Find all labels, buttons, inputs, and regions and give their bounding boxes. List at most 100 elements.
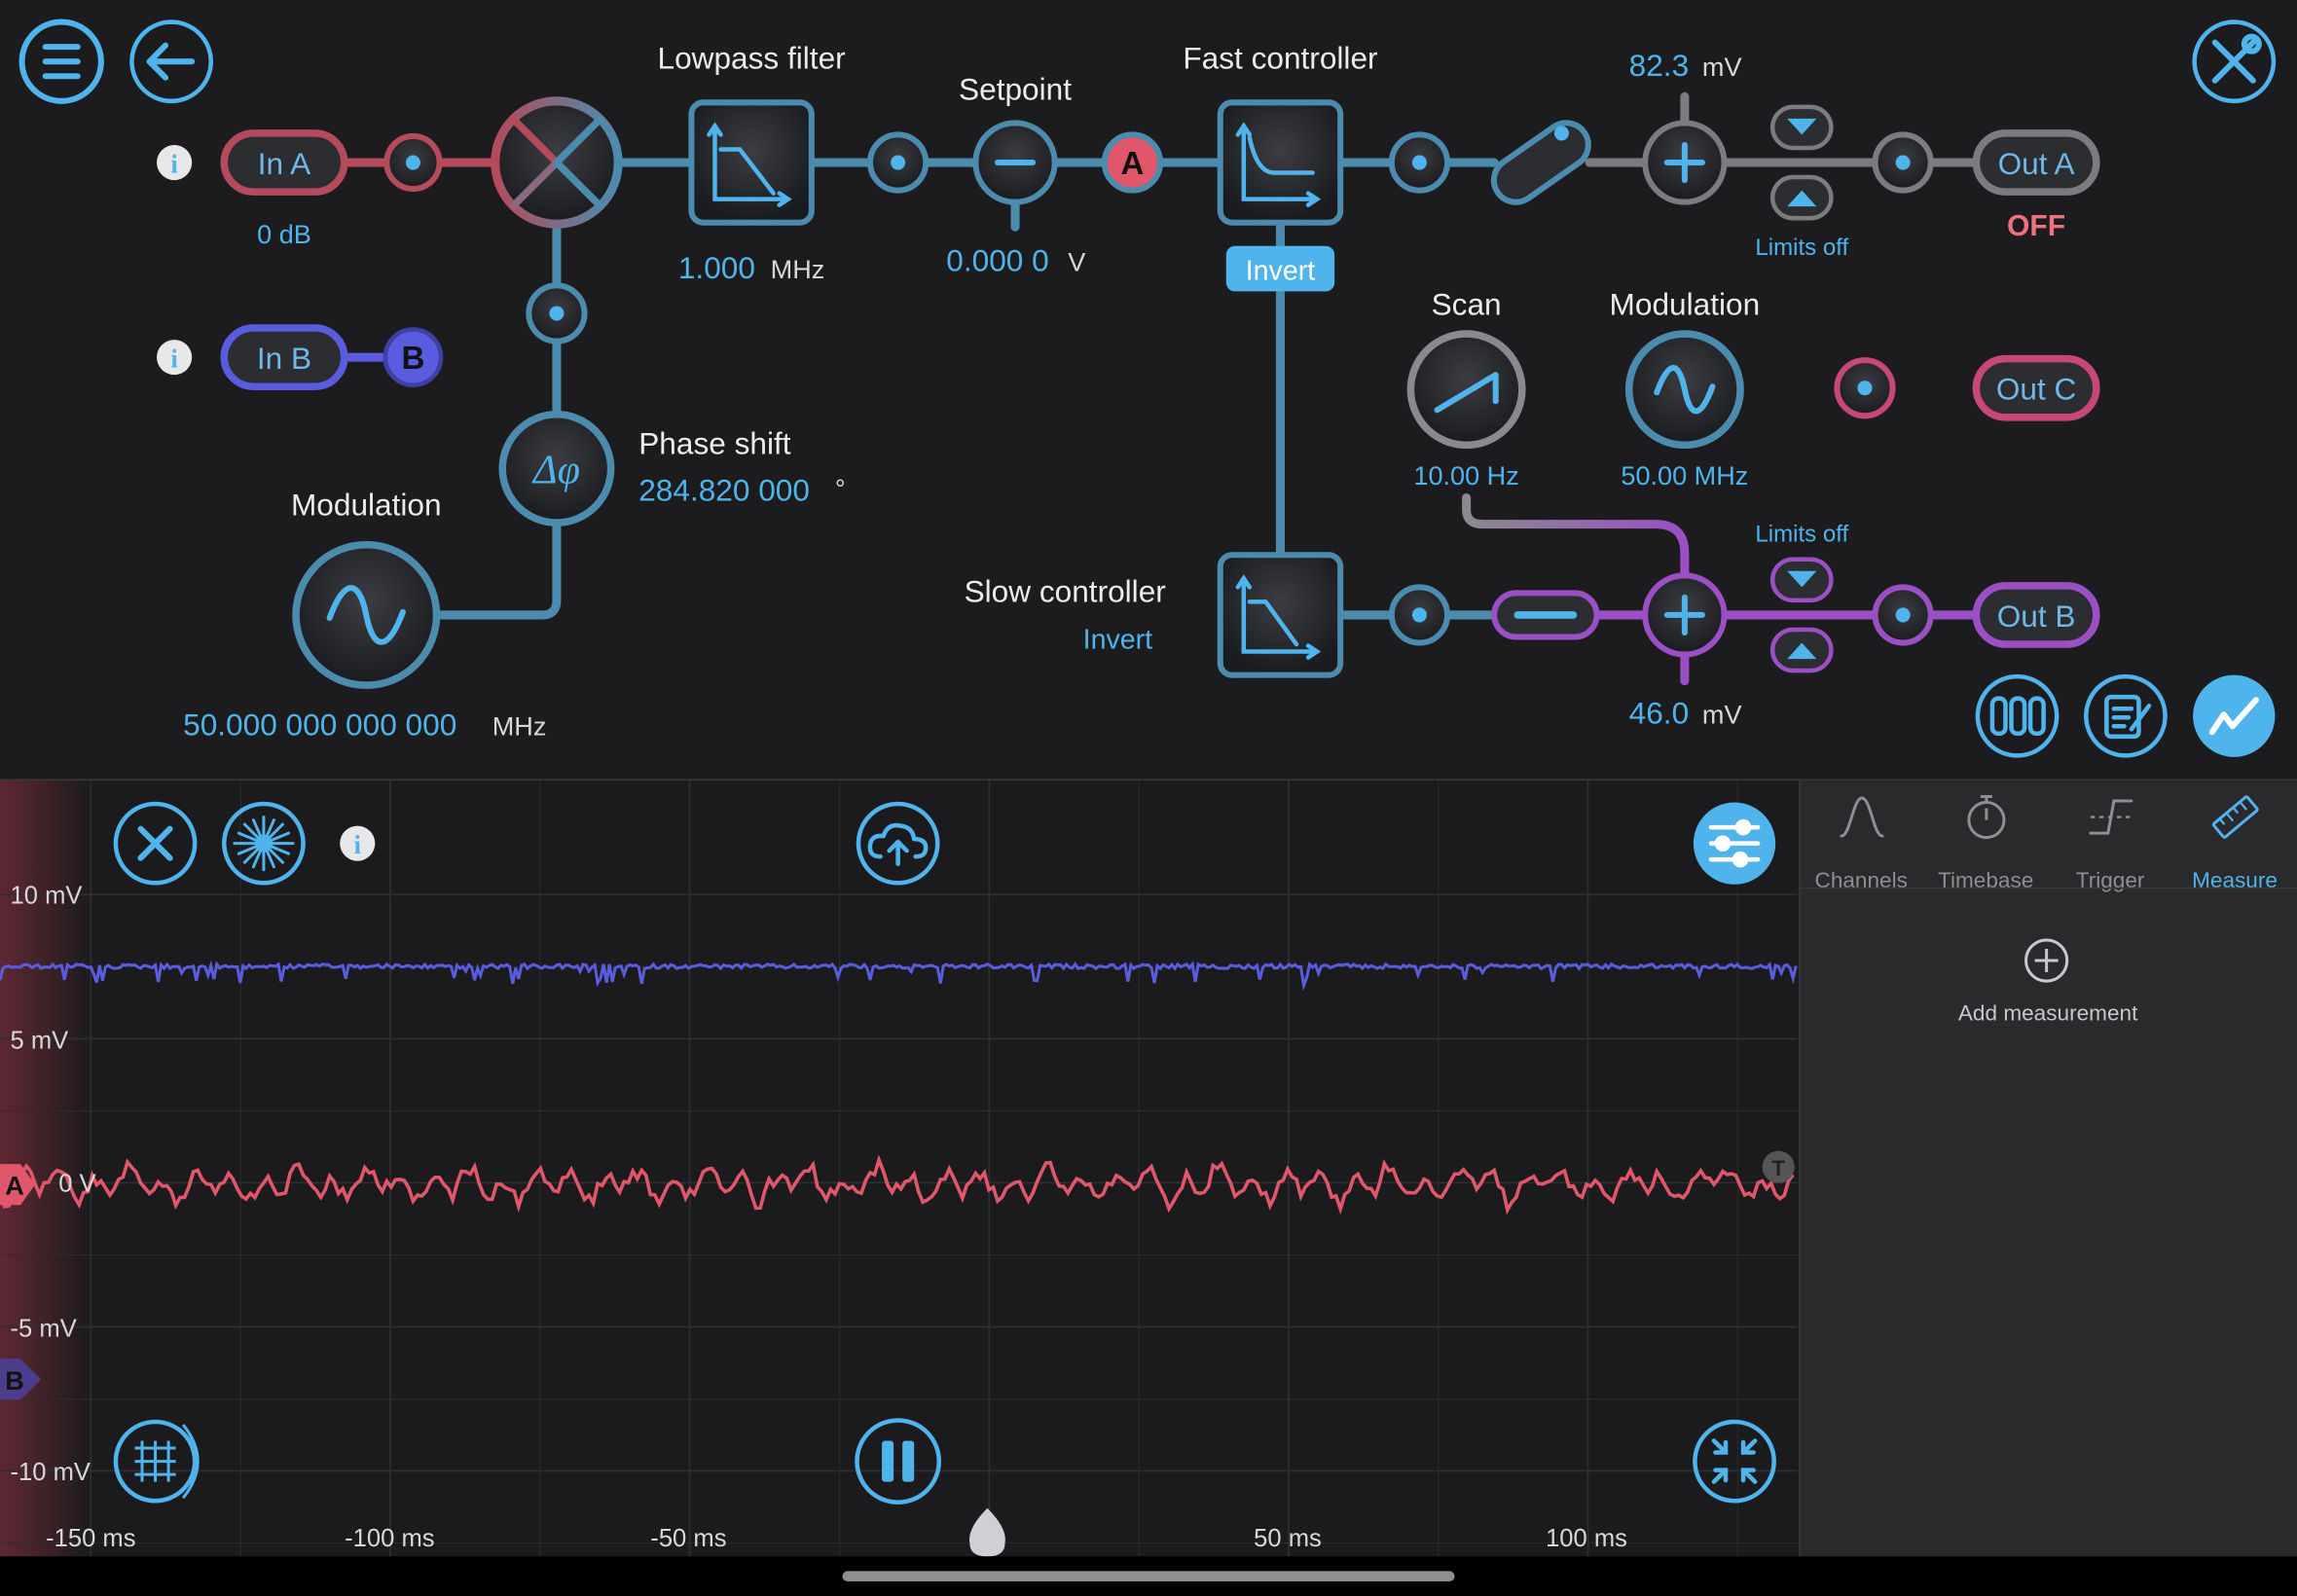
notes-button[interactable] xyxy=(2084,673,2168,758)
upload-button[interactable] xyxy=(856,801,940,886)
time-zero-marker[interactable] xyxy=(968,1507,1005,1557)
svg-text:50.000 000 000 000: 50.000 000 000 000 xyxy=(183,707,456,742)
info-icon-scope[interactable]: i xyxy=(340,825,376,861)
fast-controller-block[interactable] xyxy=(1217,99,1344,226)
modulation-left-knob[interactable] xyxy=(292,540,441,689)
scope-view-icon xyxy=(2208,697,2259,736)
out-c-pill[interactable]: Out C xyxy=(1972,354,2100,421)
svg-text:Out B: Out B xyxy=(1997,598,2076,634)
channel-a-marker[interactable]: A xyxy=(0,1164,36,1206)
menu-icon xyxy=(42,44,81,80)
scan-knob[interactable] xyxy=(1406,330,1526,450)
info-icon-a[interactable]: i xyxy=(157,144,193,181)
y-axis-label: -5 mV xyxy=(11,1316,77,1343)
modulation-left-frequency[interactable]: 50.000 000 000 000 MHz xyxy=(183,707,546,742)
lowpass-cutoff[interactable]: 1.000 MHz xyxy=(678,250,824,285)
tools-icon xyxy=(2211,33,2262,84)
out-a-lower-limit[interactable] xyxy=(1769,174,1834,221)
slow-invert-toggle[interactable]: Invert xyxy=(1083,625,1153,656)
tab-measure[interactable]: Measure xyxy=(2172,784,2297,893)
svg-text:mV: mV xyxy=(1702,52,1742,82)
out-c-node[interactable] xyxy=(1834,357,1896,419)
out-a-pill[interactable]: Out A xyxy=(1972,129,2100,196)
out-a-adder[interactable] xyxy=(1642,120,1728,205)
oscilloscope-plot[interactable]: 10 mV5 mV0 V-5 mV-10 mV -150 ms-100 ms-5… xyxy=(0,780,1798,1557)
setpoint-subtract-node[interactable] xyxy=(972,120,1058,205)
fast-out-node[interactable] xyxy=(1388,131,1451,194)
svg-text:MHz: MHz xyxy=(492,710,547,741)
close-button[interactable] xyxy=(113,801,198,886)
collapse-arrows-icon xyxy=(1711,1438,1758,1484)
phase-shift-value[interactable]: 284.820 000 ° xyxy=(638,473,846,508)
channel-selector-button[interactable] xyxy=(1975,673,2060,758)
settings-button[interactable] xyxy=(2192,19,2277,104)
svg-text:Δφ: Δφ xyxy=(531,448,580,493)
multiply-icon xyxy=(510,116,603,209)
setpoint-channel-a-badge[interactable]: A xyxy=(1101,131,1164,194)
in-a-node[interactable] xyxy=(383,132,443,193)
scope-view-button[interactable] xyxy=(2193,674,2276,757)
plus-icon xyxy=(1663,141,1705,184)
home-indicator[interactable] xyxy=(842,1571,1455,1581)
tab-channels[interactable]: Channels xyxy=(1799,784,1923,893)
menu-button[interactable] xyxy=(18,18,104,104)
setpoint-value[interactable]: 0.000 0 V xyxy=(946,242,1085,277)
x-axis-label: -50 ms xyxy=(650,1525,726,1552)
add-measurement-button[interactable] xyxy=(2022,935,2071,985)
y-axis-label: 10 mV xyxy=(11,882,83,909)
grid-toggle-button[interactable] xyxy=(113,1419,200,1504)
trigger-marker[interactable]: T xyxy=(1762,1150,1795,1183)
out-b-offset[interactable]: 46.0 mV xyxy=(1629,695,1742,730)
out-b-upper-limit[interactable] xyxy=(1769,557,1834,603)
svg-text:MHz: MHz xyxy=(771,254,825,284)
add-measurement-label[interactable]: Add measurement xyxy=(1957,1001,2138,1027)
out-a-upper-limit[interactable] xyxy=(1769,104,1834,151)
modulation-right-knob[interactable] xyxy=(1624,330,1744,450)
phase-shift-knob[interactable]: Δφ xyxy=(498,411,615,526)
slow-controller-block[interactable] xyxy=(1217,552,1344,678)
out-a-limits-status: Limits off xyxy=(1755,235,1848,261)
svg-text:B: B xyxy=(5,1365,24,1396)
fast-invert-button[interactable]: Invert xyxy=(1225,245,1335,292)
laser-button[interactable] xyxy=(222,801,306,886)
svg-text:mV: mV xyxy=(1702,699,1742,729)
out-a-node[interactable] xyxy=(1872,131,1934,194)
out-a-offset[interactable]: 82.3 mV xyxy=(1629,48,1742,83)
channel-selector-icon xyxy=(1989,696,2046,737)
svg-text:i: i xyxy=(170,345,178,374)
in-b-pill[interactable]: In B xyxy=(220,324,348,390)
svg-text:0.000 0: 0.000 0 xyxy=(946,242,1048,277)
out-b-pill[interactable]: Out B xyxy=(1972,582,2100,648)
out-a-switch[interactable] xyxy=(1485,114,1597,210)
back-button[interactable] xyxy=(129,19,213,104)
cloud-upload-icon xyxy=(867,822,929,866)
modulation-left-title: Modulation xyxy=(291,488,442,523)
mixer-lo-node[interactable] xyxy=(526,282,588,345)
modulation-right-frequency[interactable]: 50.00 MHz xyxy=(1621,460,1748,490)
sine-icon xyxy=(326,585,406,645)
x-axis-label: 50 ms xyxy=(1254,1525,1322,1552)
lowpass-filter-block[interactable] xyxy=(688,99,815,226)
out-b-node[interactable] xyxy=(1872,584,1934,646)
svg-text:B: B xyxy=(401,341,424,377)
tab-trigger[interactable]: Trigger xyxy=(2048,784,2172,893)
close-icon xyxy=(137,825,173,861)
measure-side-panel xyxy=(1799,780,2297,1557)
out-b-lower-limit[interactable] xyxy=(1769,627,1834,673)
mixer-node[interactable] xyxy=(491,96,623,229)
out-b-adder[interactable] xyxy=(1642,572,1728,658)
in-b-badge[interactable]: B xyxy=(383,327,444,387)
lowpass-out-node[interactable] xyxy=(867,131,930,194)
info-icon-b[interactable]: i xyxy=(157,340,193,376)
tab-timebase[interactable]: Timebase xyxy=(1923,784,2048,893)
pause-button[interactable] xyxy=(855,1418,942,1505)
sawtooth-icon xyxy=(1434,372,1499,414)
slow-out-node[interactable] xyxy=(1388,584,1451,646)
in-a-pill[interactable]: In A xyxy=(220,129,348,196)
scan-frequency[interactable]: 10.00 Hz xyxy=(1413,460,1518,490)
scope-settings-button[interactable] xyxy=(1693,802,1776,885)
fullscreen-button[interactable] xyxy=(1693,1419,1776,1504)
in-a-gain[interactable]: 0 dB xyxy=(257,219,311,249)
out-b-switch[interactable] xyxy=(1491,590,1600,640)
